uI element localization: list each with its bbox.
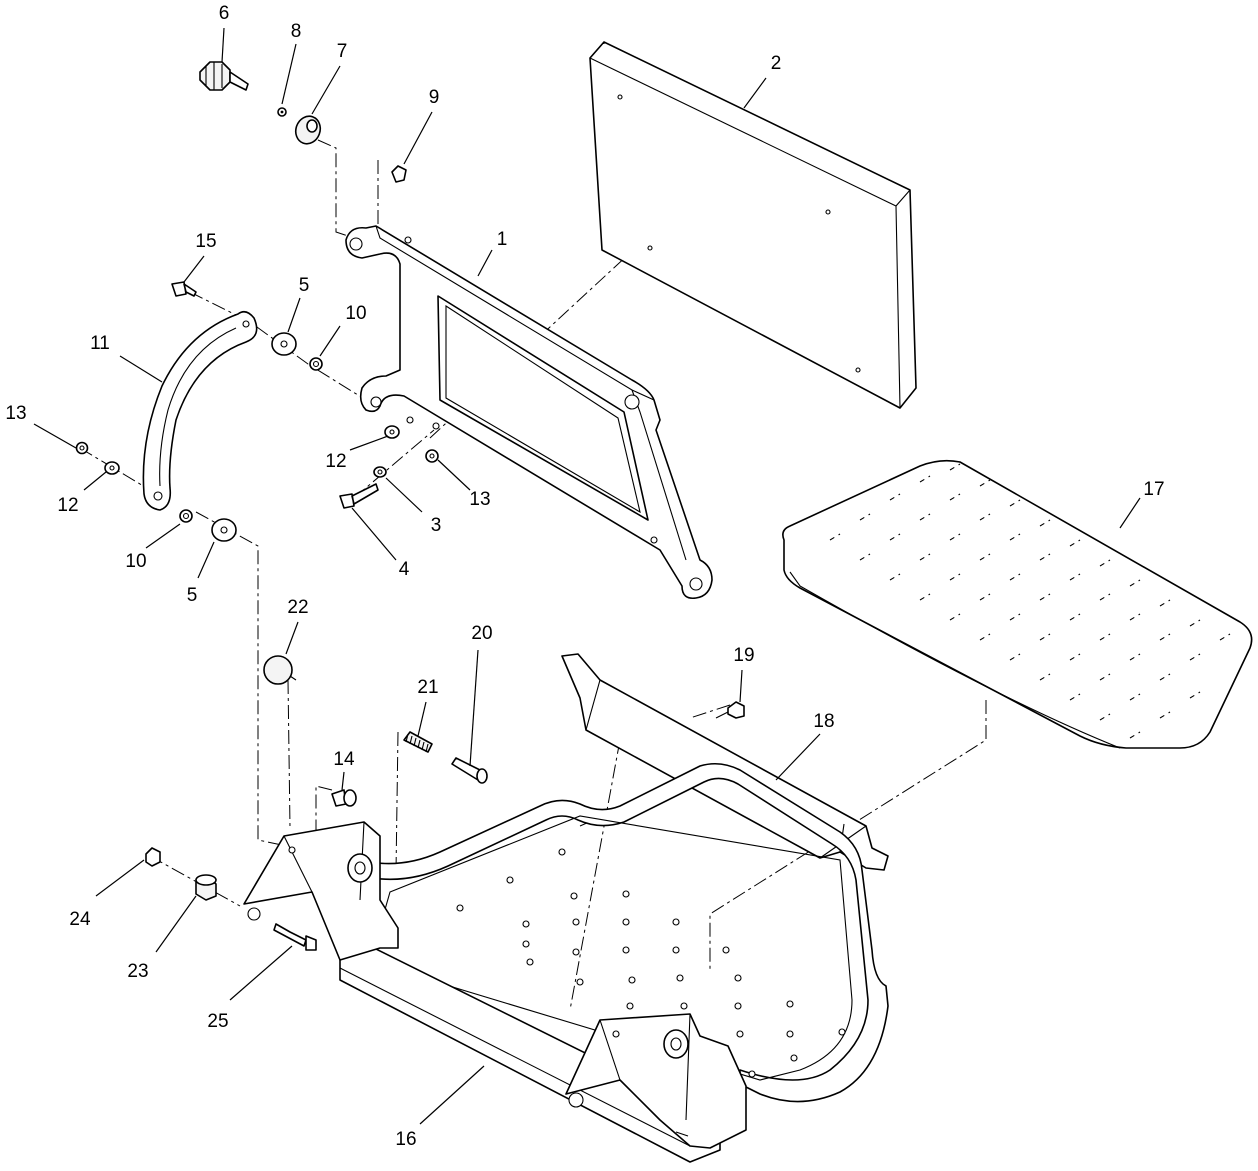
callout-6: 6 — [219, 3, 230, 24]
nut-13-left — [75, 441, 89, 455]
callout-5-lower: 5 — [187, 585, 198, 606]
callout-24: 24 — [69, 909, 91, 930]
washer-5-top — [271, 332, 297, 356]
callout-9: 9 — [429, 87, 440, 108]
callout-14: 14 — [333, 749, 355, 770]
spring-21 — [403, 731, 433, 753]
spacer-10-top — [309, 357, 323, 371]
callout-1: 1 — [497, 229, 508, 250]
leader-lines — [33, 27, 1141, 1125]
spacer-10-lower — [179, 509, 193, 523]
callout-25: 25 — [207, 1011, 228, 1032]
callout-5-top: 5 — [299, 275, 310, 296]
nut-13-right — [425, 449, 439, 463]
bolt-4 — [339, 483, 379, 509]
screw-19 — [715, 701, 745, 719]
callout-2: 2 — [771, 53, 782, 74]
bolt-15 — [171, 281, 197, 297]
tread-pattern — [829, 463, 1231, 739]
callout-7: 7 — [337, 41, 348, 62]
floor-holes — [456, 848, 846, 1078]
nut-9 — [391, 165, 407, 183]
callout-8: 8 — [291, 21, 302, 42]
callout-17: 17 — [1143, 479, 1164, 500]
callout-13-left: 13 — [5, 403, 26, 424]
washer-5-lower — [211, 518, 237, 542]
pin-14 — [331, 789, 357, 807]
adjustment-arc-plate — [142, 310, 258, 511]
callout-4: 4 — [399, 559, 410, 580]
callout-19: 19 — [733, 645, 754, 666]
callout-12-right: 12 — [325, 451, 346, 472]
seat-mount-bracket — [345, 225, 713, 600]
nut-24 — [145, 847, 161, 867]
callout-15: 15 — [195, 231, 216, 252]
knob-6 — [199, 61, 249, 91]
callout-11: 11 — [90, 333, 110, 354]
bolt-25 — [273, 923, 317, 951]
callout-3: 3 — [431, 515, 442, 536]
bushing-23 — [195, 874, 217, 901]
callout-13-right: 13 — [469, 489, 490, 510]
foot-rest-frame — [243, 762, 889, 1163]
callout-22: 22 — [287, 597, 308, 618]
callout-10-top: 10 — [345, 303, 366, 324]
callout-10-lower: 10 — [125, 551, 146, 572]
callout-labels: 1 2 3 4 5 5 6 7 8 9 10 10 11 12 12 13 13… — [5, 3, 1164, 1150]
knob-ball-22 — [263, 655, 297, 685]
washer-3 — [373, 466, 387, 478]
callout-20: 20 — [471, 623, 492, 644]
callout-12-left: 12 — [57, 495, 78, 516]
callout-18: 18 — [813, 711, 834, 732]
callout-16: 16 — [395, 1129, 416, 1150]
washer-8 — [277, 107, 287, 117]
foot-pad — [782, 459, 1253, 749]
washer-12-left — [104, 461, 120, 475]
washer-12-right — [384, 425, 400, 439]
pin-20 — [451, 757, 488, 784]
callout-23: 23 — [127, 961, 148, 982]
seat-back-cushion — [589, 41, 917, 409]
washer-7 — [294, 115, 322, 145]
callout-21: 21 — [417, 677, 438, 698]
